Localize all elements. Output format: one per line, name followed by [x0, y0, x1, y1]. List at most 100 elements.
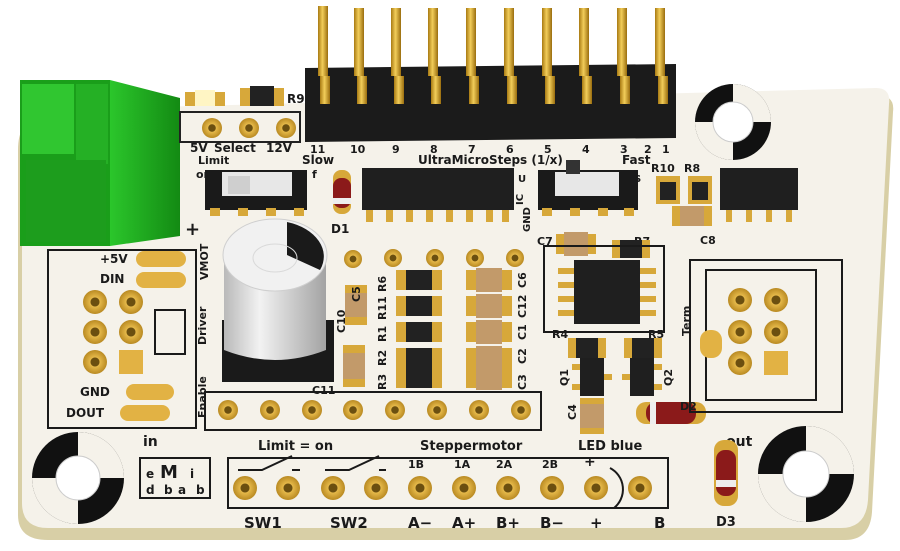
pin-number: 3 — [620, 143, 628, 156]
output-connector-outline — [689, 259, 843, 413]
resistor-r8 — [688, 176, 712, 204]
label-fast: Fast — [622, 153, 651, 167]
label-q2: Q2 — [662, 369, 675, 386]
label-dout: DOUT — [66, 406, 105, 420]
emidbab-logo: e M i d b a b — [139, 457, 211, 499]
select-jumper-outline — [179, 111, 301, 143]
select-jumper-pads — [202, 118, 296, 138]
pin-number: 4 — [582, 143, 590, 156]
led-symbol — [609, 467, 624, 509]
label-u: U — [518, 174, 526, 185]
label-plus5v: +5V — [100, 252, 128, 266]
resistor-r10 — [656, 176, 680, 204]
label-d2: D2 — [680, 400, 697, 413]
pin-number: 10 — [350, 143, 366, 156]
label-c2: C2 — [516, 348, 529, 364]
label-b-plus: B+ — [496, 514, 520, 532]
label-1b: 1B — [408, 458, 424, 471]
label-driver: Driver — [196, 306, 209, 345]
pin-numbers: 11 10 9 8 7 6 5 4 3 2 1 — [310, 143, 670, 156]
ic-driver — [558, 260, 656, 324]
transistor-q1 — [572, 358, 612, 396]
grid-top-pads — [384, 249, 524, 267]
mounting-hole-bottom-right — [758, 426, 854, 522]
label-r9: R9 — [287, 92, 305, 106]
driver-connector-pads — [83, 290, 143, 374]
label-c4: C4 — [566, 404, 579, 420]
label-sw2: SW2 — [330, 514, 368, 532]
bottom-connector-pads — [233, 476, 652, 500]
pad-gnd — [126, 384, 174, 400]
label-slow: Slow — [302, 153, 334, 167]
label-5v: 5V — [190, 141, 208, 155]
ic-right — [720, 168, 798, 222]
label-gnd: GND — [80, 385, 110, 399]
resistor-r4 — [568, 338, 606, 358]
pin-number: 7 — [468, 143, 476, 156]
diode-d2 — [636, 402, 706, 424]
label-limit: Limit — [198, 154, 229, 167]
power-terminal-block — [20, 80, 180, 246]
label-a-plus: A+ — [452, 514, 476, 532]
connector-key — [154, 309, 186, 355]
label-r10: R10 — [651, 162, 675, 175]
label-ultramicrosteps: UltraMicroSteps (1/x) — [418, 153, 563, 167]
label-q1: Q1 — [558, 369, 571, 386]
led-smd — [185, 90, 225, 106]
pin-number: 8 — [430, 143, 438, 156]
diode-d3 — [714, 440, 738, 506]
label-c7: C7 — [537, 235, 553, 248]
capacitor-c4 — [580, 398, 604, 434]
term-jumper-pad — [700, 330, 722, 358]
transistor-q2 — [622, 358, 662, 396]
label-in: in — [143, 434, 158, 450]
label-s: S — [634, 174, 641, 185]
label-r4: R4 — [552, 328, 568, 341]
via-pad — [344, 250, 362, 268]
label-c5: C5 — [350, 286, 363, 302]
label-12v: 12V — [266, 141, 293, 155]
label-c11: C11 — [312, 384, 335, 397]
resistor-r7 — [612, 240, 650, 258]
label-r11: R11 — [376, 296, 389, 320]
label-select: Select — [214, 141, 256, 155]
label-r5: R5 — [648, 328, 664, 341]
pin-number: 2 — [644, 143, 652, 156]
logo-letter: d — [146, 483, 155, 497]
label-vmot: VMOT — [198, 243, 211, 280]
label-limit-on: Limit = on — [258, 439, 333, 454]
header-pins — [318, 6, 668, 104]
label-c8: C8 — [700, 234, 716, 247]
label-a-minus: A− — [408, 514, 432, 532]
label-d3: D3 — [716, 515, 736, 530]
diode-d1 — [333, 170, 351, 214]
label-r2: R2 — [376, 350, 389, 366]
label-sw1: SW1 — [244, 514, 282, 532]
label-steppermotor: Steppermotor — [420, 439, 523, 454]
pad-din — [136, 272, 186, 288]
label-r1: R1 — [376, 326, 389, 342]
pin-number: 1 — [662, 143, 670, 156]
label-enable: Enable — [196, 376, 209, 418]
pin-number: 6 — [506, 143, 514, 156]
label-c1: C1 — [516, 324, 529, 340]
capacitor-c11 — [343, 345, 365, 387]
label-b-minus: B− — [540, 514, 564, 532]
label-r6: R6 — [376, 276, 389, 292]
label-off: f — [312, 168, 317, 181]
pin-number: 11 — [310, 143, 325, 156]
pin-header-11 — [305, 6, 676, 142]
label-plus-bottom: + — [590, 514, 603, 532]
capacitor-c7 — [556, 232, 596, 256]
label-gnd-vertical: GND — [522, 207, 533, 232]
label-2b: 2B — [542, 458, 558, 471]
label-r3: R3 — [376, 374, 389, 390]
ic-main — [362, 168, 514, 222]
microstep-slide-switch — [538, 160, 638, 216]
pin-number: 9 — [392, 143, 400, 156]
label-d1: D1 — [331, 222, 349, 236]
resistor-network — [396, 270, 442, 388]
logo-letter: b — [164, 483, 173, 497]
label-plus-small: + — [584, 454, 596, 470]
